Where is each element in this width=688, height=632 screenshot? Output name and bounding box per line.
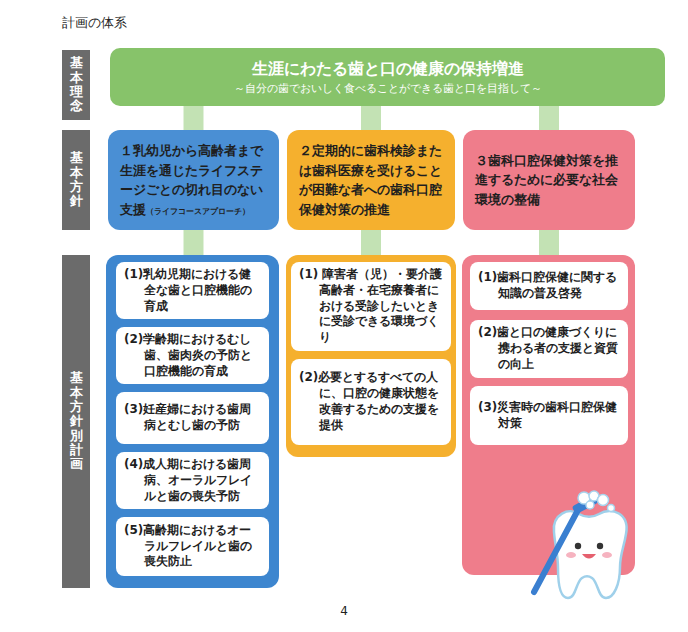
policy-box: ３歯科口腔保健対策を推進するために必要な社会環境の整備: [463, 130, 635, 230]
tier-band: 基本方針別計画: [62, 255, 90, 588]
principle-box: 生涯にわたる歯と口の健康の保持増進～自分の歯でおいしく食べることができる歯と口を…: [110, 48, 665, 106]
plan-text: (1)歯科口腔保健に関する知識の普及啓発: [478, 270, 621, 302]
connector-bar: [539, 106, 559, 130]
connector-bar: [361, 230, 381, 255]
plan-text: (3)妊産婦における歯周病とむし歯の予防: [124, 402, 262, 434]
tier-band: 基本方針: [62, 130, 90, 230]
plan-item: (3)災害時の歯科口腔保健対策: [470, 386, 628, 445]
tooth-mascot: [524, 488, 646, 606]
box-text: ２定期的に歯科検診または歯科医療を受けることが困難な者への歯科口腔保健対策の推進: [299, 143, 442, 217]
plan-text: (2)学齢期におけるむし歯、歯肉炎の予防と口腔機能の育成: [124, 332, 262, 379]
policy-text: ３歯科口腔保健対策を推進するために必要な社会環境の整備: [475, 151, 623, 210]
connector-bar: [184, 106, 204, 130]
plan-item: (3)妊産婦における歯周病とむし歯の予防: [116, 392, 269, 444]
plan-text: (2)歯と口の健康づくりに携わる者の支援と資質の向上: [478, 325, 621, 372]
box-text: 生涯にわたる歯と口の健康の保持増進: [252, 58, 524, 80]
tier-label: 基本方針: [70, 151, 83, 208]
box-text: ～自分の歯でおいしく食べることができる歯と口を目指して～: [234, 81, 542, 96]
connector-bar: [539, 230, 559, 255]
plan-text: (3)災害時の歯科口腔保健対策: [478, 400, 621, 432]
tier-label: 基本方針別計画: [70, 371, 83, 471]
plan-item: (4)成人期における歯周病、オーラルフレイルと歯の喪失予防: [116, 452, 269, 509]
plan-text: (4)成人期における歯周病、オーラルフレイルと歯の喪失予防: [124, 457, 262, 504]
policy-box: １乳幼児から高齢者まで生涯を通じたライフステージごとの切れ目のない支援（ライフコ…: [108, 130, 279, 230]
box-text: （ライフコースアプローチ）: [146, 207, 250, 216]
box-text: ３歯科口腔保健対策を推進するために必要な社会環境の整備: [475, 153, 618, 207]
plan-text: (5)高齢期におけるオーラルフレイルと歯の喪失防止: [124, 523, 262, 570]
plan-text: (2)必要とするすべての人に、口腔の健康状態を改善するための支援を提供: [299, 370, 444, 433]
plan-item: (1)歯科口腔保健に関する知識の普及啓発: [470, 262, 628, 310]
policy-text: ２定期的に歯科検診または歯科医療を受けることが困難な者への歯科口腔保健対策の推進: [299, 141, 443, 219]
tier-band: 基本理念: [62, 50, 90, 120]
tier-label: 基本理念: [70, 56, 83, 113]
plan-item: (1) 障害者（児）・要介護高齢者・在宅療養者における受診したいときに受診できる…: [291, 262, 451, 351]
page-number: 4: [0, 604, 688, 618]
plan-text: (1)乳幼児期における健全な歯と口腔機能の育成: [124, 267, 262, 314]
connector-bar: [361, 106, 381, 130]
diagram-title: 計画の体系: [62, 14, 127, 32]
plan-item: (5)高齢期におけるオーラルフレイルと歯の喪失防止: [116, 517, 269, 576]
connector-bar: [184, 230, 204, 255]
plan-item: (2)必要とするすべての人に、口腔の健康状態を改善するための支援を提供: [291, 359, 451, 445]
box-text: １乳幼児から高齢者まで生涯を通じたライフステージごとの切れ目のない支援: [120, 143, 263, 217]
plan-item: (2)学齢期におけるむし歯、歯肉炎の予防と口腔機能の育成: [116, 327, 269, 384]
plan-panel: (1)乳幼児期における健全な歯と口腔機能の育成 (2)学齢期におけるむし歯、歯肉炎…: [106, 255, 279, 588]
plan-text: (1) 障害者（児）・要介護高齢者・在宅療養者における受診したいときに受診できる…: [299, 267, 444, 346]
plan-item: (1)乳幼児期における健全な歯と口腔機能の育成: [116, 262, 269, 319]
policy-text: １乳幼児から高齢者まで生涯を通じたライフステージごとの切れ目のない支援（ライフコ…: [120, 141, 267, 219]
policy-box: ２定期的に歯科検診または歯科医療を受けることが困難な者への歯科口腔保健対策の推進: [287, 130, 455, 230]
plan-panel: (1) 障害者（児）・要介護高齢者・在宅療養者における受診したいときに受診できる…: [286, 255, 456, 457]
plan-item: (2)歯と口の健康づくりに携わる者の支援と資質の向上: [470, 320, 628, 378]
